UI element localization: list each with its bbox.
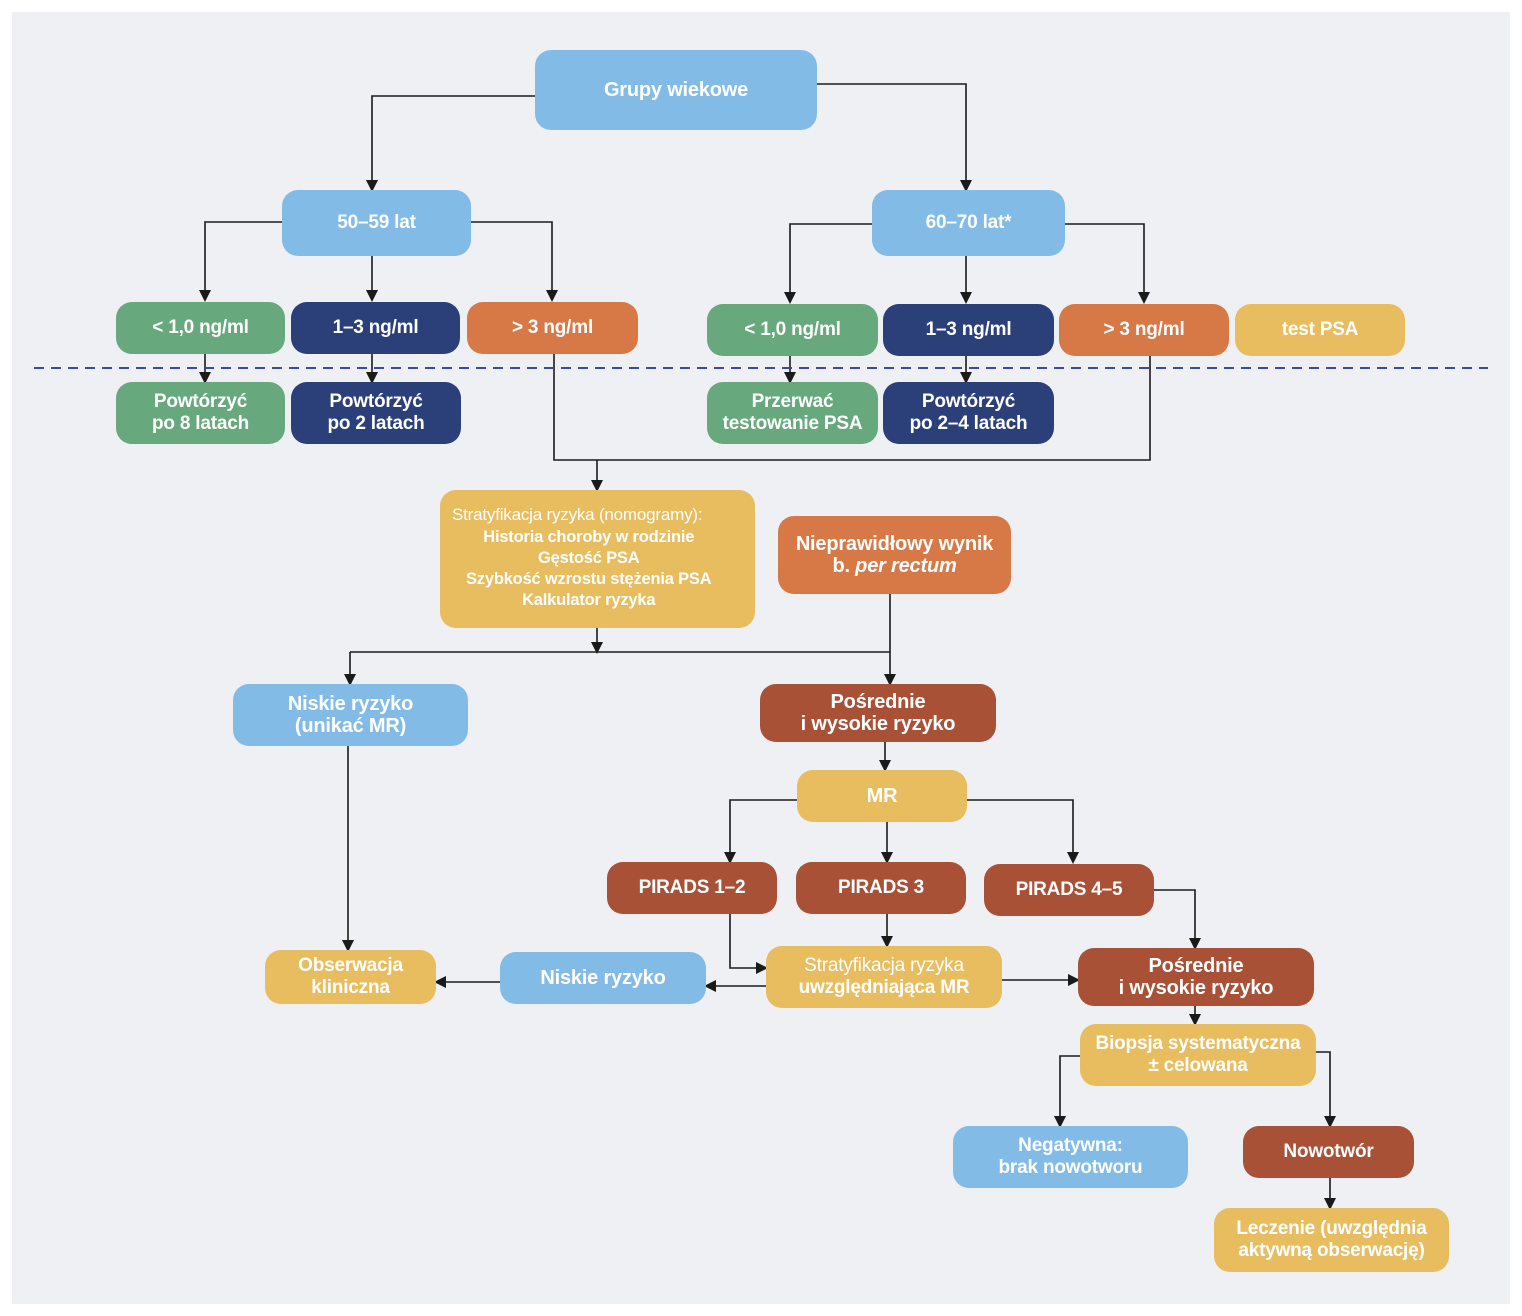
repeat-8-years-node: Powtórzyć po 8 latach xyxy=(116,382,285,444)
intermediate-high-risk-2-node: Pośrednie i wysokie ryzyko xyxy=(1078,948,1314,1006)
stop-testing-node: Przerwać testowanie PSA xyxy=(707,382,878,444)
arrow-pirads45-to-intermediate2 xyxy=(1154,889,1201,950)
cancer-node: Nowotwór xyxy=(1243,1126,1414,1178)
arrow-60-70-to-high xyxy=(1064,223,1150,304)
intermediate-high-risk-node: Pośrednie i wysokie ryzyko xyxy=(760,684,996,742)
arrow-top-to-50-59 xyxy=(366,95,535,192)
psa-right-low-node: < 1,0 ng/ml xyxy=(707,304,878,356)
treatment-node: Leczenie (uwzględnia aktywną obserwację) xyxy=(1214,1208,1449,1272)
abnormal-dre-node: Nieprawidłowy wynik b. per rectum xyxy=(778,516,1011,594)
arrow-mr-to-pirads12 xyxy=(724,799,797,864)
risk-stratification-title: Stratyfikacja ryzyka (nomogramy): xyxy=(452,505,703,524)
arrow-50-59-to-low xyxy=(199,221,282,302)
arrow-biopsy-to-negative xyxy=(1054,1055,1080,1128)
risk-item: Historia choroby w rodzinie xyxy=(483,528,695,546)
arrow-top-to-60-70 xyxy=(817,83,972,192)
arrow-pirads12-to-strat-mr xyxy=(729,914,768,974)
negative-no-cancer-node: Negatywna: brak nowotworu xyxy=(953,1126,1188,1188)
risk-item: Szybkość wzrostu stężenia PSA xyxy=(466,570,712,588)
risk-item: Gęstość PSA xyxy=(538,549,640,567)
risk-stratification-node: Stratyfikacja ryzyka (nomogramy): Histor… xyxy=(440,490,755,628)
repeat-2-years-node: Powtórzyć po 2 latach xyxy=(291,382,461,444)
psa-right-mid-node: 1–3 ng/ml xyxy=(883,304,1054,356)
arrow-mr-to-pirads45 xyxy=(967,799,1079,864)
psa-left-low-node: < 1,0 ng/ml xyxy=(116,302,285,354)
age-60-70-node: 60–70 lat* xyxy=(872,190,1065,256)
pirads-1-2-node: PIRADS 1–2 xyxy=(607,862,777,914)
psa-right-high-node: > 3 ng/ml xyxy=(1059,304,1229,356)
diagram-background xyxy=(12,12,1510,1304)
psa-left-high-node: > 3 ng/ml xyxy=(467,302,638,354)
arrow-60-70-to-low xyxy=(784,223,872,304)
legend-test-psa: test PSA xyxy=(1235,304,1405,356)
biopsy-node: Biopsja systematyczna ± celowana xyxy=(1080,1024,1316,1086)
arrow-biopsy-to-cancer xyxy=(1316,1051,1336,1128)
low-risk-avoid-mr-node: Niskie ryzyko (unikać MR) xyxy=(233,684,468,746)
psa-left-mid-node: 1–3 ng/ml xyxy=(291,302,460,354)
mr-node: MR xyxy=(797,770,967,822)
arrow-50-59-to-high xyxy=(471,221,558,302)
repeat-2-4-years-node: Powtórzyć po 2–4 latach xyxy=(883,382,1054,444)
clinical-observation-node: Obserwacja kliniczna xyxy=(265,950,436,1004)
pirads-4-5-node: PIRADS 4–5 xyxy=(984,864,1154,916)
pirads-3-node: PIRADS 3 xyxy=(796,862,966,914)
age-50-59-node: 50–59 lat xyxy=(282,190,471,256)
low-risk-node: Niskie ryzyko xyxy=(500,952,706,1004)
line-high-left-down xyxy=(553,354,1151,461)
mr-stratification-node: Stratyfikacja ryzyka uwzględniająca MR xyxy=(766,946,1002,1008)
risk-stratification-list: Historia choroby w rodzinie Gęstość PSA … xyxy=(452,527,712,611)
age-groups-node: Grupy wiekowe xyxy=(535,50,817,130)
risk-item: Kalkulator ryzyka xyxy=(522,591,656,609)
